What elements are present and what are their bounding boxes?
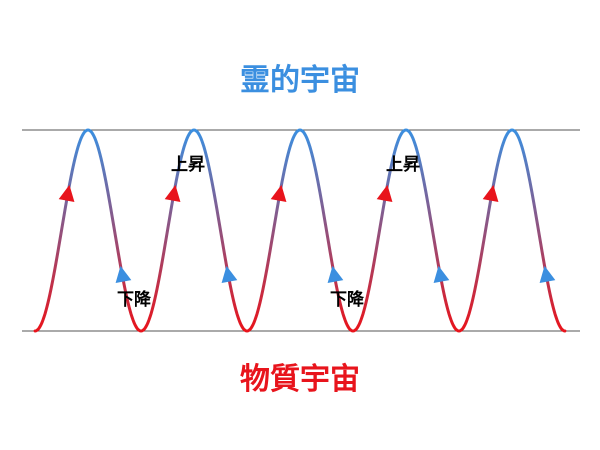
rise-label-left: 上昇 [171,155,205,175]
up-arrow [433,265,450,284]
spiritual-universe-title: 霊的宇宙 [240,63,360,98]
down-arrow [58,184,75,203]
up-arrow [221,265,238,284]
down-arrow [164,184,181,203]
down-arrow [270,184,287,203]
down-arrow [482,184,499,203]
fall-label-right: 下降 [330,290,364,310]
up-arrow [539,265,556,284]
oscillating-wave [33,128,567,333]
up-arrow [115,265,132,284]
down-arrow [376,184,393,203]
fall-label-left: 下降 [117,290,151,310]
rise-label-right: 上昇 [386,155,420,175]
material-universe-title: 物質宇宙 [240,362,360,397]
direction-arrows [58,184,556,284]
up-arrow [327,265,344,284]
